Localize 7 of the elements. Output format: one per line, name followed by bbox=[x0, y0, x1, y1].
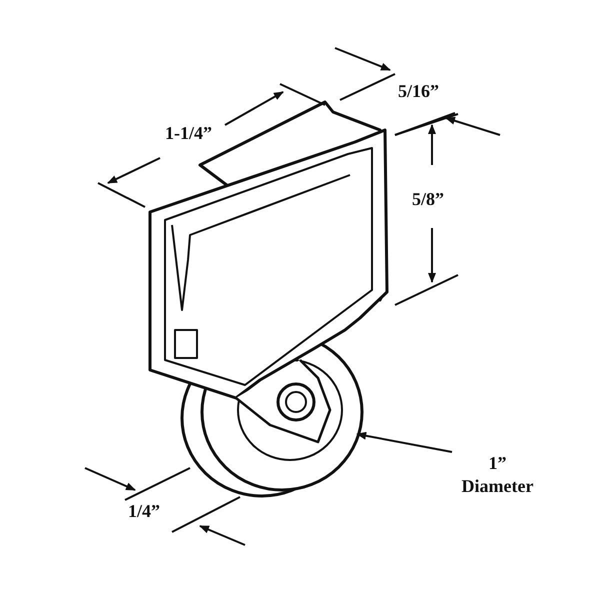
dimension-label: 1-1/4” bbox=[165, 122, 212, 145]
roller-drawing bbox=[148, 100, 388, 498]
callout-text: 1” Diameter bbox=[455, 452, 540, 499]
leader-line bbox=[356, 432, 452, 453]
dimension-label: 5/8” bbox=[412, 188, 444, 211]
dimension-label: 5/16” bbox=[398, 80, 440, 103]
dimension-label: 1/4” bbox=[128, 500, 160, 523]
